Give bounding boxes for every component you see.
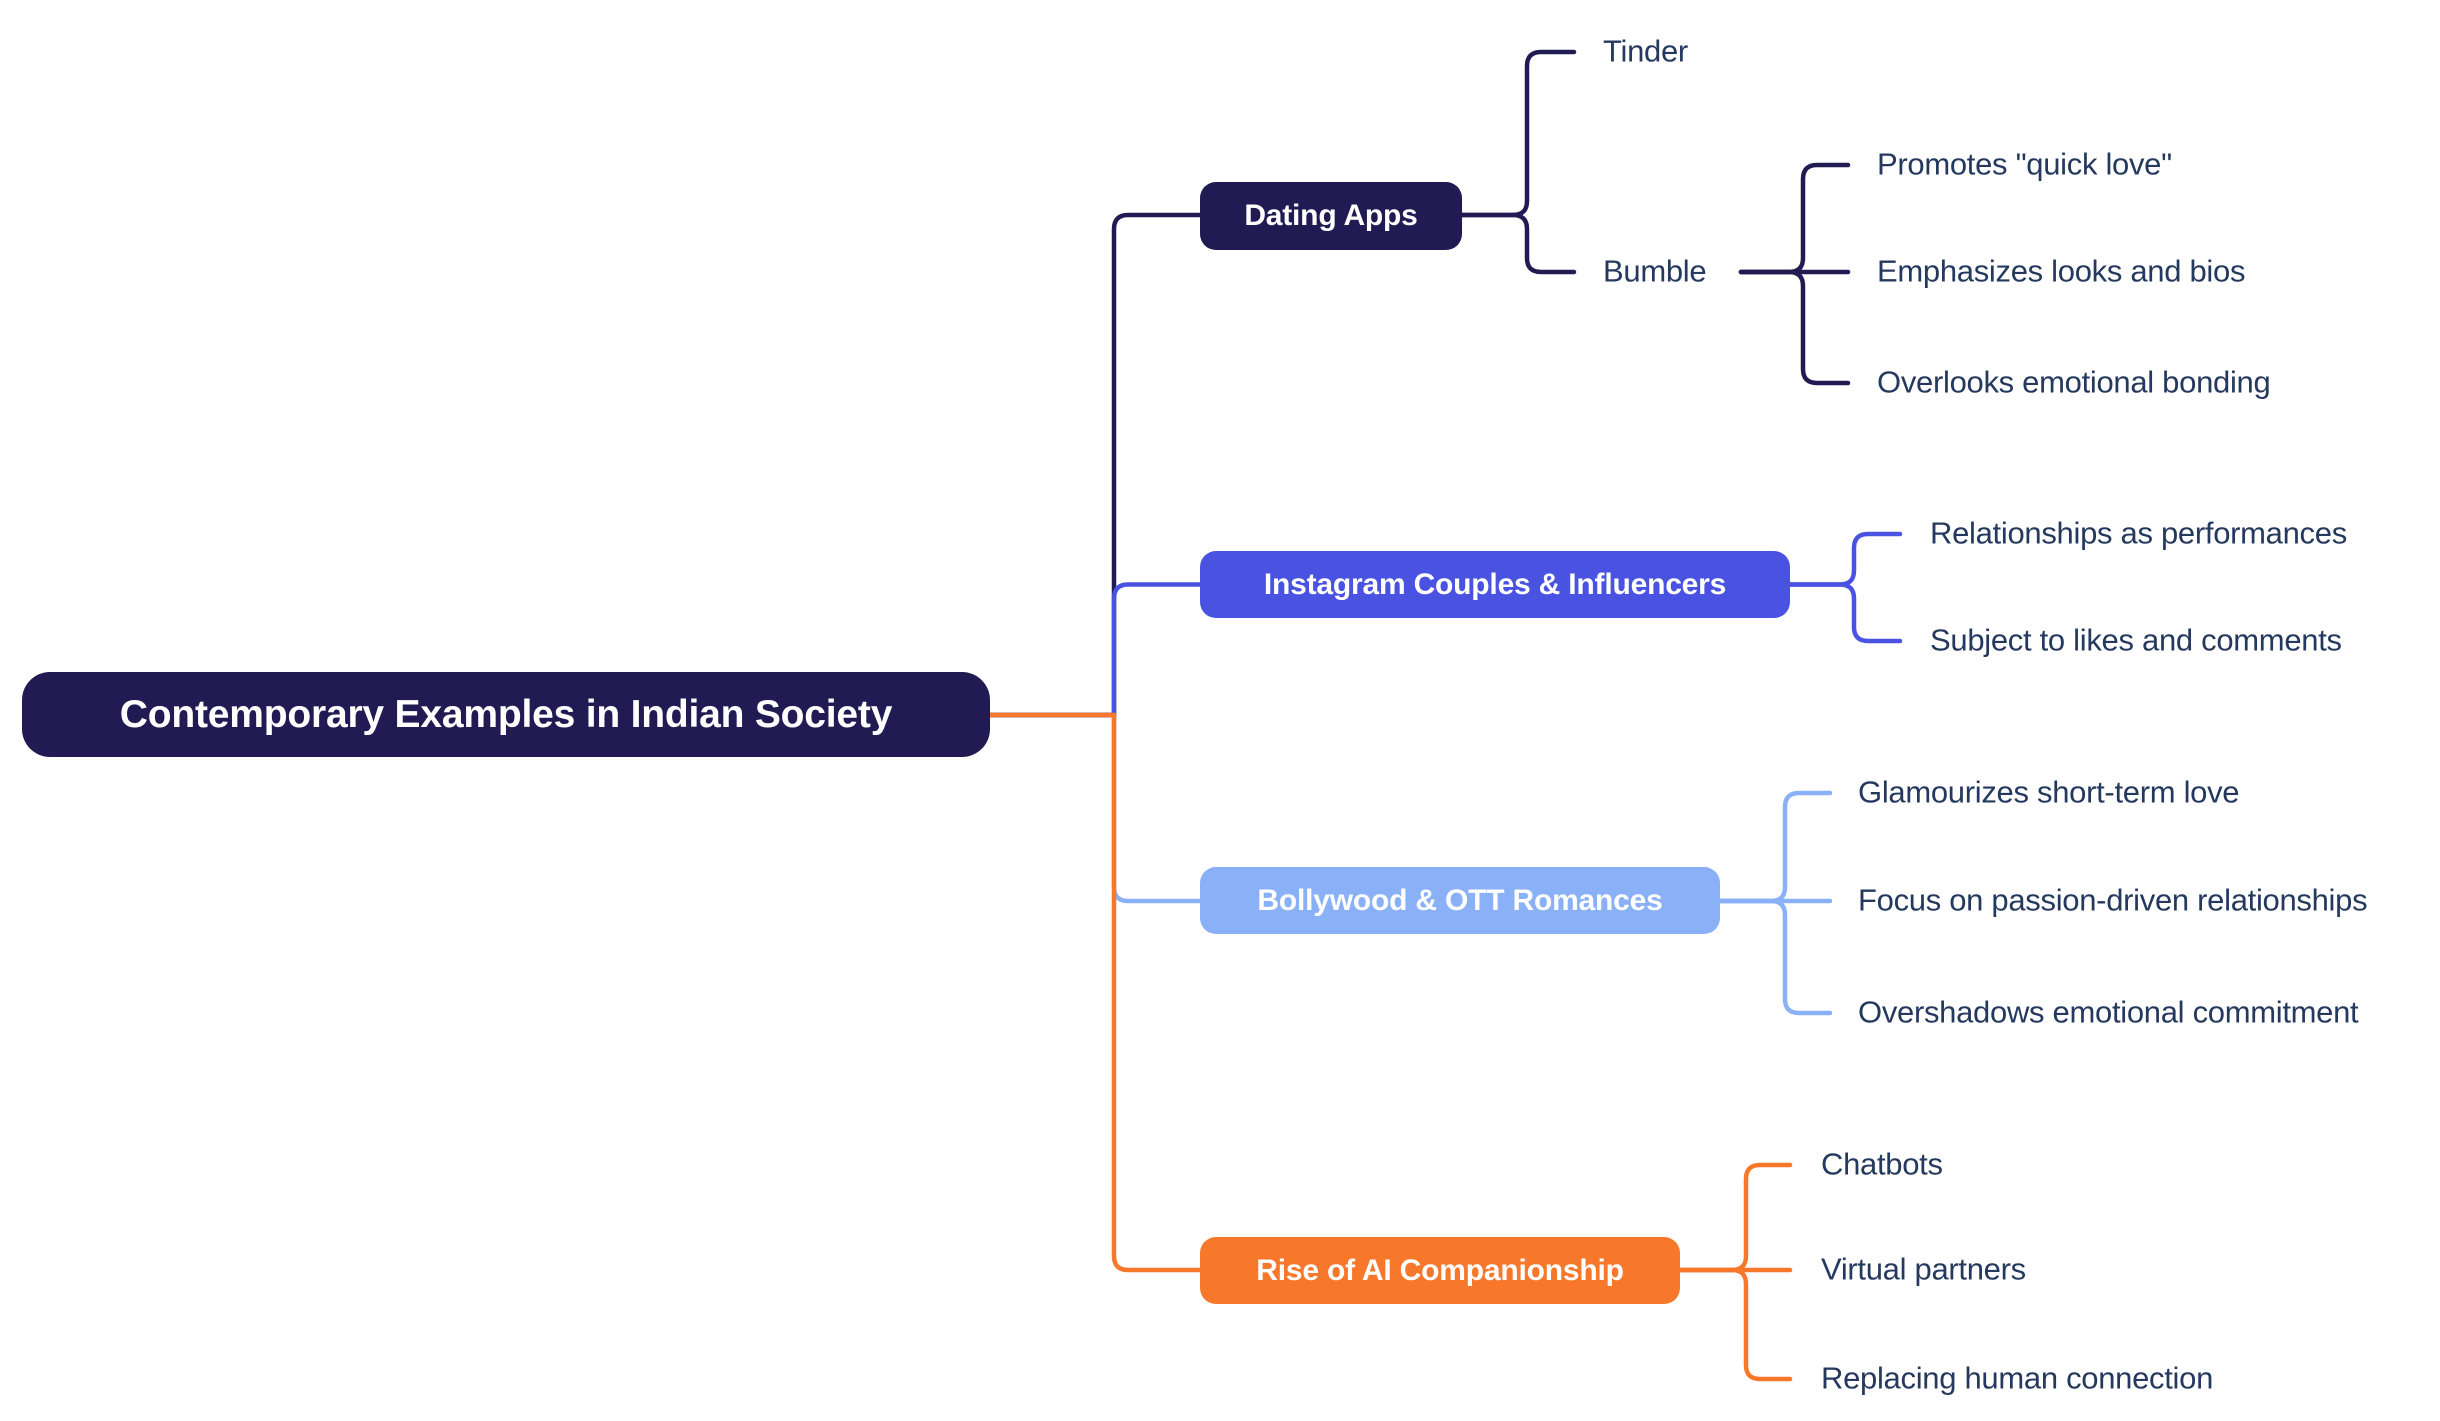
- leaf-overshadows-commitment[interactable]: Overshadows emotional commitment: [1858, 994, 2359, 1030]
- leaf-virtual-partners[interactable]: Virtual partners: [1821, 1251, 2026, 1287]
- connector-dating-tinder: [1459, 49, 1577, 218]
- connector-root-bollywood: [987, 712, 1203, 904]
- connector-ai-chatbots: [1677, 1162, 1793, 1273]
- connector-root-instagram: [987, 582, 1203, 718]
- connector-ai-replacing: [1677, 1267, 1793, 1382]
- connector-bollywood-overshadows: [1717, 898, 1833, 1016]
- leaf-replacing-human-connection[interactable]: Replacing human connection: [1821, 1360, 2214, 1396]
- leaf-bumble[interactable]: Bumble: [1603, 253, 1707, 289]
- leaf-emphasizes-looks-bios[interactable]: Emphasizes looks and bios: [1877, 253, 2246, 289]
- connector-dating-bumble: [1459, 212, 1577, 275]
- node-root[interactable]: Contemporary Examples in Indian Society: [22, 672, 990, 757]
- connector-bollywood-glamourizes: [1717, 790, 1833, 904]
- node-ai-companionship-label: Rise of AI Companionship: [1256, 1253, 1624, 1287]
- leaf-relationships-performances[interactable]: Relationships as performances: [1930, 515, 2347, 551]
- node-bollywood-ott-label: Bollywood & OTT Romances: [1257, 883, 1663, 917]
- node-dating-apps-label: Dating Apps: [1244, 199, 1418, 232]
- connector-bumble-promotes: [1738, 162, 1851, 275]
- node-dating-apps[interactable]: Dating Apps: [1200, 182, 1462, 250]
- leaf-tinder[interactable]: Tinder: [1603, 33, 1688, 69]
- node-instagram-couples-label: Instagram Couples & Influencers: [1263, 567, 1727, 601]
- leaf-promotes-quick-love[interactable]: Promotes "quick love": [1877, 146, 2172, 182]
- leaf-subject-likes-comments[interactable]: Subject to likes and comments: [1930, 622, 2342, 658]
- node-ai-companionship[interactable]: Rise of AI Companionship: [1200, 1237, 1680, 1304]
- connector-root-dating-apps: [987, 212, 1203, 718]
- connector-instagram-relationships: [1787, 531, 1903, 587]
- leaf-chatbots[interactable]: Chatbots: [1821, 1146, 1943, 1182]
- leaf-focus-passion-driven[interactable]: Focus on passion-driven relationships: [1858, 882, 2368, 918]
- leaf-glamourizes-short-term[interactable]: Glamourizes short-term love: [1858, 774, 2240, 810]
- connector-instagram-subject: [1787, 582, 1903, 644]
- node-root-label: Contemporary Examples in Indian Society: [119, 692, 893, 736]
- connector-bumble-overlooks: [1738, 269, 1851, 386]
- node-bollywood-ott[interactable]: Bollywood & OTT Romances: [1200, 867, 1720, 934]
- leaf-overlooks-emotional-bonding[interactable]: Overlooks emotional bonding: [1877, 364, 2271, 400]
- node-instagram-couples[interactable]: Instagram Couples & Influencers: [1200, 551, 1790, 618]
- connector-root-ai: [987, 712, 1203, 1273]
